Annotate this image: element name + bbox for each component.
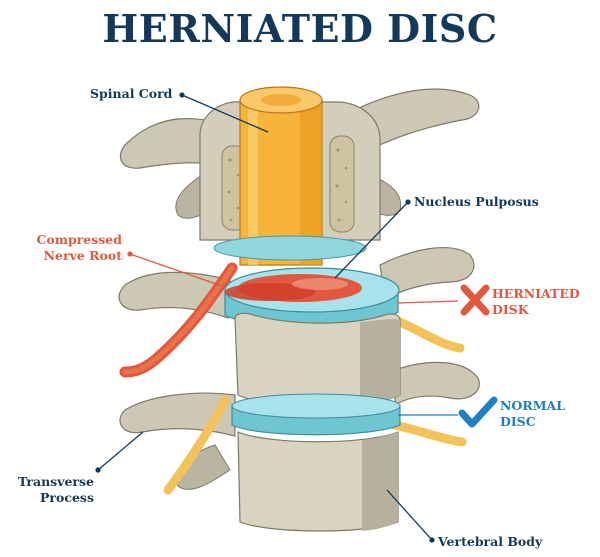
label-spinal-cord: Spinal Cord [90, 86, 173, 101]
upper-disc [213, 235, 367, 261]
label-compressed-nerve-root: Compressed Nerve Root [36, 232, 122, 263]
label-herniated-disk: HERNIATED DISK [492, 286, 580, 317]
label-vertebral-body: Vertebral Body [438, 534, 543, 549]
leader-vertebral-body [386, 489, 433, 541]
nerve-roots [119, 262, 467, 495]
vertebral-body-lower [237, 431, 399, 532]
leader-spinal-cord [181, 94, 269, 133]
check-mark-icon [458, 396, 498, 428]
right-transverse-processes [379, 247, 480, 407]
leader-lines [95, 92, 459, 543]
label-nucleus-pulposus: Nucleus Pulposus [414, 194, 539, 209]
label-normal-disc: NORMAL DISC [500, 398, 566, 429]
leader-nucleus [334, 201, 409, 279]
x-mark-icon [460, 284, 490, 316]
page-title: HERNIATED DISC [102, 6, 498, 51]
leader-compressed-nerve [129, 253, 223, 287]
spinal-cord [239, 86, 323, 266]
label-transverse-process: Transverse Process [18, 474, 94, 505]
leader-transverse [97, 431, 144, 471]
leader-herniated [397, 300, 459, 304]
normal-disc [231, 393, 401, 436]
vertebral-body-middle [234, 312, 401, 407]
left-transverse-processes [118, 271, 236, 490]
herniated-disc [224, 267, 400, 327]
